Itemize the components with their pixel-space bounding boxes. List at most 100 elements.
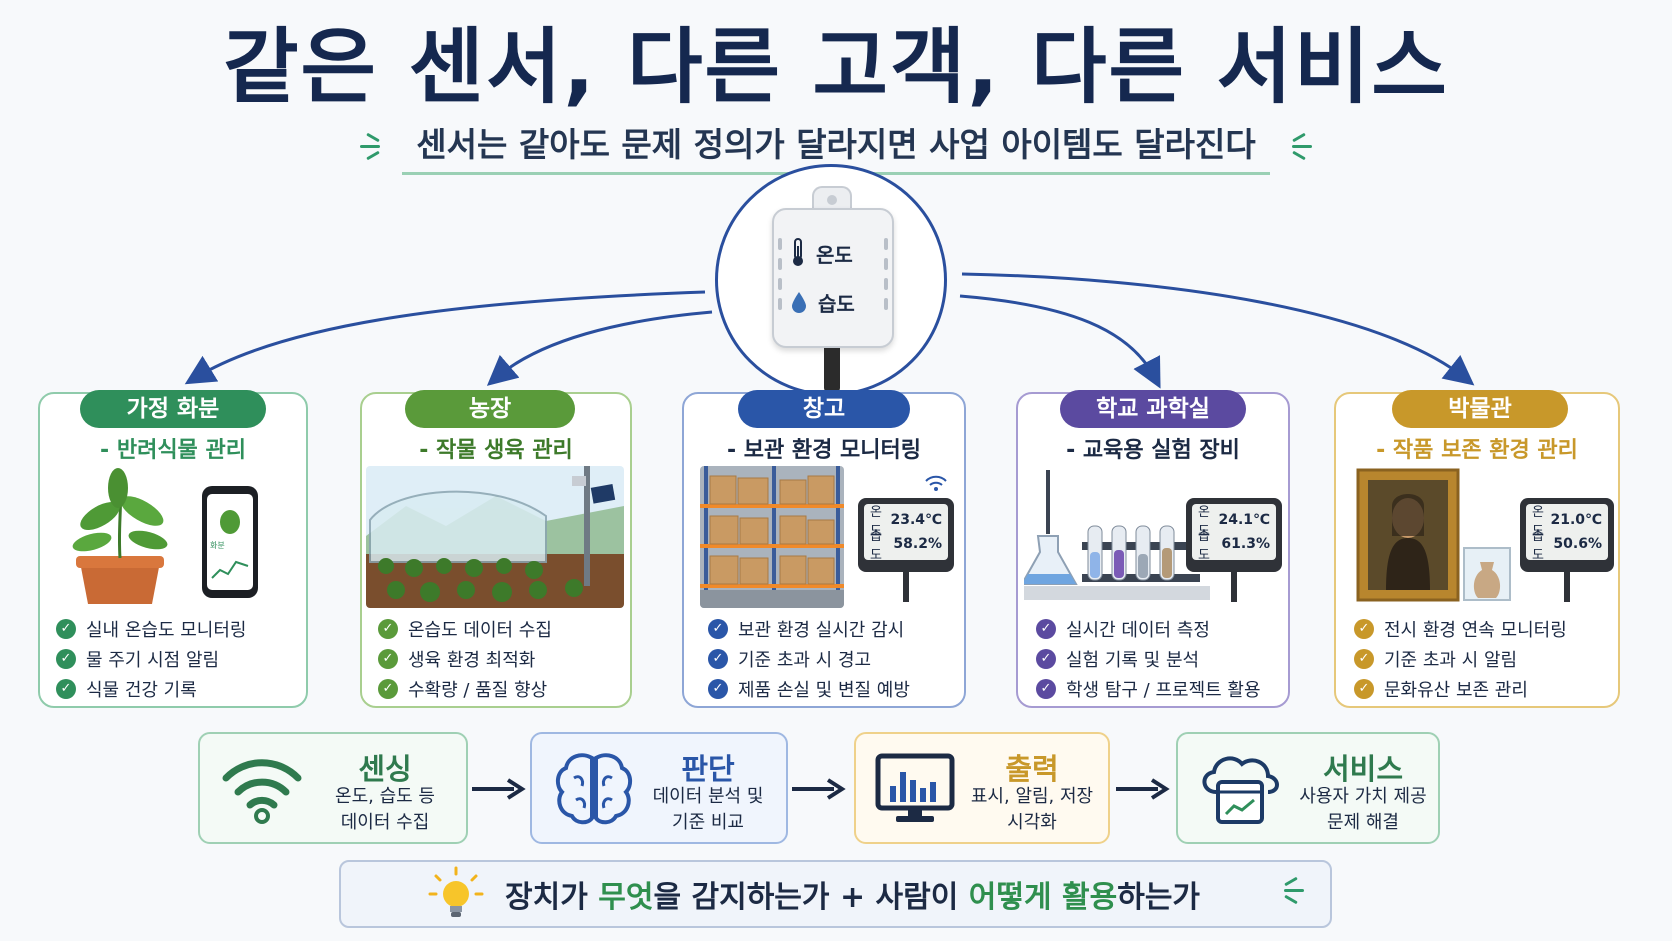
- phone-app-label: 화분: [210, 541, 225, 550]
- bottom-message: 장치가 무엇을 감지하는가 + 사람이 어떻게 활용하는가: [505, 880, 1201, 915]
- warehouse-illustration: [700, 466, 844, 608]
- check-icon: ✓: [1354, 679, 1374, 699]
- list-item: ✓전시 환경 연속 모니터링: [1354, 614, 1567, 644]
- list-item: ✓식물 건강 기록: [56, 674, 246, 704]
- sensor-vents-right: [884, 238, 888, 310]
- check-icon: ✓: [56, 619, 76, 639]
- flow-service-title: 서비스: [1322, 752, 1404, 786]
- card-warehouse-subtitle: - 보관 환경 모니터링: [726, 438, 922, 463]
- card-museum-subtitle: - 작품 보존 환경 관리: [1376, 438, 1578, 463]
- monitor-chart-icon: [875, 753, 955, 822]
- bottom-banner: [339, 860, 1332, 928]
- thermometer-icon: [793, 238, 803, 266]
- list-item: ✓보관 환경 실시간 감시: [708, 614, 910, 644]
- card-farm-list: ✓온습도 데이터 수집 ✓생육 환경 최적화 ✓수확량 / 품질 향상: [378, 614, 552, 704]
- arrow-to-school: [959, 294, 1161, 389]
- card-home-pill: 가정 화분: [80, 390, 266, 428]
- flow-arrow-2: [792, 778, 846, 800]
- arrow-to-home: [184, 290, 706, 385]
- list-item: ✓기준 초과 시 경고: [708, 644, 910, 674]
- list-item: ✓실시간 데이터 측정: [1036, 614, 1261, 644]
- card-school-subtitle: - 교육용 실험 장비: [1066, 438, 1240, 463]
- cloud-service-icon: [1202, 756, 1279, 824]
- home-illustration: [52, 466, 294, 608]
- check-icon: ✓: [56, 679, 76, 699]
- sensor-device: [772, 208, 894, 348]
- card-home-subtitle: - 반려식물 관리: [100, 438, 246, 463]
- card-school-list: ✓실시간 데이터 측정 ✓실험 기록 및 분석 ✓학생 탐구 / 프로젝트 활용: [1036, 614, 1261, 704]
- card-school-pill: 학교 과학실: [1060, 390, 1246, 428]
- flow-output: [854, 732, 1110, 844]
- plant-pot-icon: [72, 468, 168, 604]
- check-icon: ✓: [708, 619, 728, 639]
- list-item: ✓실험 기록 및 분석: [1036, 644, 1261, 674]
- check-icon: ✓: [1354, 649, 1374, 669]
- water-drop-icon: [792, 291, 806, 313]
- check-icon: ✓: [708, 679, 728, 699]
- flow-output-title: 출력: [1005, 752, 1059, 786]
- card-home-list: ✓실내 온습도 모니터링 ✓물 주기 시점 알림 ✓식물 건강 기록: [56, 614, 246, 704]
- wifi-signal-icon: [925, 475, 947, 491]
- list-item: ✓제품 손실 및 변질 예방: [708, 674, 910, 704]
- list-item: ✓온습도 데이터 수집: [378, 614, 552, 644]
- meter-stem: [1564, 572, 1570, 602]
- card-museum-list: ✓전시 환경 연속 모니터링 ✓기준 초과 시 알림 ✓문화유산 보존 관리: [1354, 614, 1567, 704]
- arrow-to-farm: [486, 310, 713, 386]
- meter-temp-value: 23.4℃: [890, 512, 943, 528]
- flow-arrow-1: [472, 778, 526, 800]
- flow-arrow-3: [1116, 778, 1170, 800]
- meter-stem: [1231, 572, 1237, 602]
- lightbulb-icon: [428, 866, 484, 917]
- list-item: ✓기준 초과 시 알림: [1354, 644, 1567, 674]
- card-farm-subtitle: - 작물 생육 관리: [419, 438, 573, 463]
- check-icon: ✓: [378, 679, 398, 699]
- sensor-vents-left: [778, 238, 782, 310]
- check-icon: ✓: [1036, 649, 1056, 669]
- meter-humid-value: 50.6%: [1553, 536, 1602, 552]
- flow-judgment-title: 판단: [681, 752, 735, 786]
- meter-temp-value: 21.0℃: [1550, 512, 1603, 528]
- sensor-humid-label: 습도: [818, 292, 855, 316]
- lab-illustration: [1024, 466, 1210, 608]
- check-icon: ✓: [708, 649, 728, 669]
- sparkle-right-icon: [1291, 132, 1312, 160]
- check-icon: ✓: [1354, 619, 1374, 639]
- list-item: ✓문화유산 보존 관리: [1354, 674, 1567, 704]
- sensor-cable: [824, 348, 840, 392]
- check-icon: ✓: [378, 649, 398, 669]
- arrow-to-museum: [961, 272, 1475, 386]
- brain-icon: [555, 753, 633, 825]
- card-warehouse-pill: 창고: [738, 390, 910, 428]
- wifi-icon: [222, 759, 302, 824]
- list-item: ✓물 주기 시점 알림: [56, 644, 246, 674]
- sensor-temp-row: 온도: [790, 238, 853, 268]
- card-warehouse-list: ✓보관 환경 실시간 감시 ✓기준 초과 시 경고 ✓제품 손실 및 변질 예방: [708, 614, 910, 704]
- check-icon: ✓: [378, 619, 398, 639]
- meter-humid-value: 61.3%: [1221, 536, 1270, 552]
- list-item: ✓학생 탐구 / 프로젝트 활용: [1036, 674, 1261, 704]
- sparkle-left-icon: [360, 132, 381, 160]
- check-icon: ✓: [1036, 679, 1056, 699]
- card-museum-pill: 박물관: [1392, 390, 1568, 428]
- page-title: 같은 센서, 다른 고객, 다른 서비스: [223, 20, 1449, 115]
- sensor-pole-icon: [572, 466, 616, 586]
- farm-illustration: [366, 466, 624, 608]
- meter-temp-value: 24.1℃: [1218, 512, 1271, 528]
- check-icon: ✓: [1036, 619, 1056, 639]
- meter-stem: [903, 572, 909, 602]
- meter-humid-value: 58.2%: [893, 536, 942, 552]
- museum-illustration: [1356, 466, 1512, 608]
- sparkle-bottom-icon: [1284, 876, 1304, 905]
- sensor-temp-label: 온도: [816, 242, 853, 267]
- sensor-humid-row: 습도: [790, 288, 855, 317]
- list-item: ✓생육 환경 최적화: [378, 644, 552, 674]
- list-item: ✓수확량 / 품질 향상: [378, 674, 552, 704]
- smartphone-icon: [202, 486, 258, 598]
